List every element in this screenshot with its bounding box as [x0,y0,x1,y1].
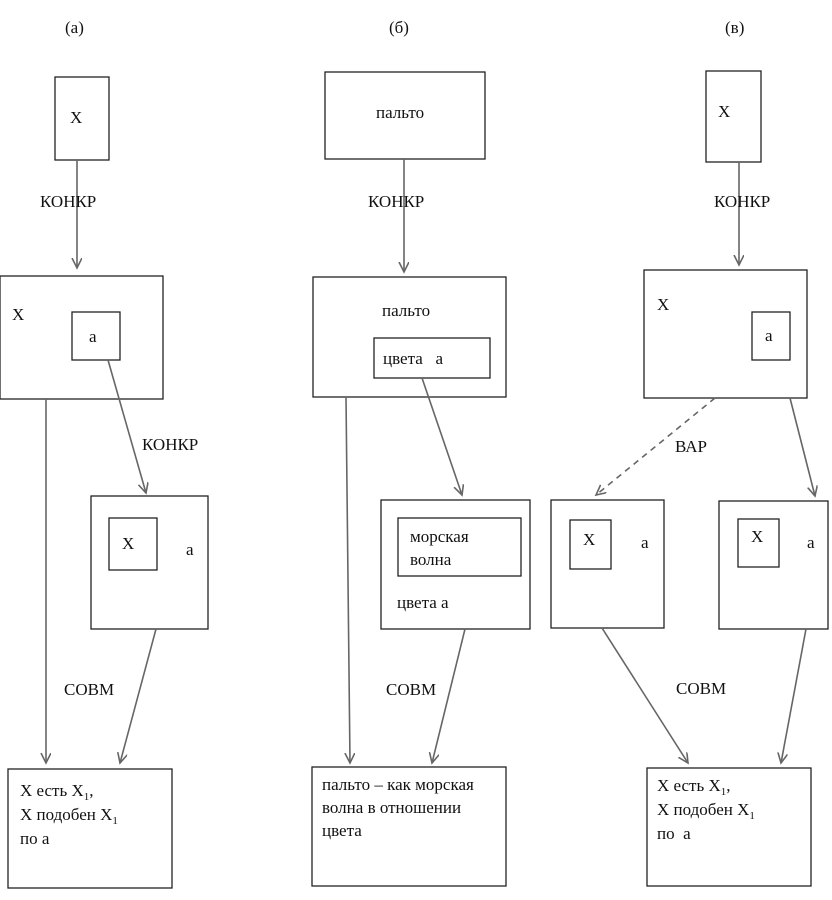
panel-b-lower-inner-line2: волна [410,550,452,569]
panel-c-result-line1-main: X есть X [657,776,721,795]
panel-a-result-line2-sub: 1 [112,815,118,827]
panel-b-arrow-sovm-label: СОВМ [386,680,436,699]
panel-b-mid-inner-text: цвета a [383,349,444,368]
panel-c-arrow-sovm-left [601,627,688,763]
panel-b-lower-inner-line1: морская [410,527,469,546]
panel-b-top-box [324,71,486,160]
panel-c-arrow-konkr-1-label: КОНКР [714,192,770,211]
panel-c-result-line1: X есть X1, [657,776,731,798]
panel-b-mid-inner-box [373,337,491,379]
panel-b-arrow-konkr-2 [421,377,462,495]
panel-a-arrow-konkr-1-label: КОНКР [40,192,96,211]
panel-c-mid-box-text: X [657,295,669,314]
panel-c-arrow-konkr-2 [789,397,815,496]
panel-c-right-side-text: a [807,533,815,552]
panel-a-mid-inner-box [71,311,121,361]
panel-b-result-box [311,766,507,887]
panel-a-result-line1-main: X есть X [20,781,84,800]
panel-a-result-line2: X подобен X1 [20,805,118,827]
panel-a: (а) X КОНКР X a КОНКР X a СОВМ X есть X1… [0,18,209,889]
panel-c-mid-inner-box [751,311,791,361]
panel-c-label: (в) [725,18,744,37]
panel-b: (б) пальто КОНКР пальто цвета a морская … [311,18,531,887]
panel-b-arrow-sovm [432,628,466,763]
panel-a-mid-box-text: X [12,305,24,324]
panel-b-label: (б) [389,18,409,37]
panel-a-result-line1-sub: 1 [84,791,90,803]
panel-a-arrow-konkr-2 [107,359,146,493]
panel-b-arrow-konkr-1-label: КОНКР [368,192,424,211]
panel-c-result-line3: по a [657,824,691,843]
panel-c-right-inner-text: X [751,527,763,546]
panel-c-top-box-text: X [718,102,730,121]
panel-c-result-line2-main: X подобен X [657,800,749,819]
panel-c-result-box [646,767,812,887]
panel-a-top-box-text: X [70,108,82,127]
panel-b-result-line2: волна в отношении [322,798,461,817]
panel-c-top-box [705,70,762,163]
panel-b-result-line3: цвета [322,821,362,840]
panel-b-lower-text: цвета a [397,593,449,612]
panel-c-result-line1-tail: , [726,776,730,795]
panel-c-mid-inner-text: a [765,326,773,345]
panel-a-arrow-sovm [120,628,157,763]
panel-b-arrow-left-down [346,396,350,763]
panel-a-result-line2-main: X подобен X [20,805,112,824]
panel-c-result-line1-sub: 1 [721,786,727,798]
panel-b-mid-box [312,276,507,398]
panel-a-result-line1: X есть X1, [20,781,94,803]
panel-c-left-inner-text: X [583,530,595,549]
panel-b-result-line1: пальто – как морская [322,775,474,794]
panel-c-result-line2: X подобен X1 [657,800,755,822]
panel-c: (в) X КОНКР X a ВАР X a X a СОВМ X есть … [550,18,829,887]
panel-a-result-line3: по a [20,829,50,848]
panel-c-left-inner-box [569,519,612,570]
panel-a-label: (а) [65,18,84,37]
panel-b-lower-inner-box [397,517,522,577]
panel-a-lower-inner-text: X [122,534,134,553]
panel-c-right-inner-box [737,518,780,568]
panel-a-top-box [54,76,110,161]
panel-c-arrow-var-label: ВАР [675,437,707,456]
panel-c-arrow-sovm-right [781,628,807,763]
panel-a-arrow-konkr-2-label: КОНКР [142,435,198,454]
panel-a-lower-inner-box [108,517,158,571]
panel-b-top-box-text: пальто [376,103,424,122]
panel-c-left-side-text: a [641,533,649,552]
panel-c-result-line2-sub: 1 [749,810,755,822]
panel-a-mid-inner-text: a [89,327,97,346]
panel-c-arrow-var [596,397,716,495]
panel-a-arrow-sovm-label: СОВМ [64,680,114,699]
panel-c-arrow-sovm-label: СОВМ [676,679,726,698]
panel-a-result-box [7,768,173,889]
panel-a-result-line1-tail: , [89,781,93,800]
panel-a-lower-side-text: a [186,540,194,559]
panel-b-mid-box-text: пальто [382,301,430,320]
